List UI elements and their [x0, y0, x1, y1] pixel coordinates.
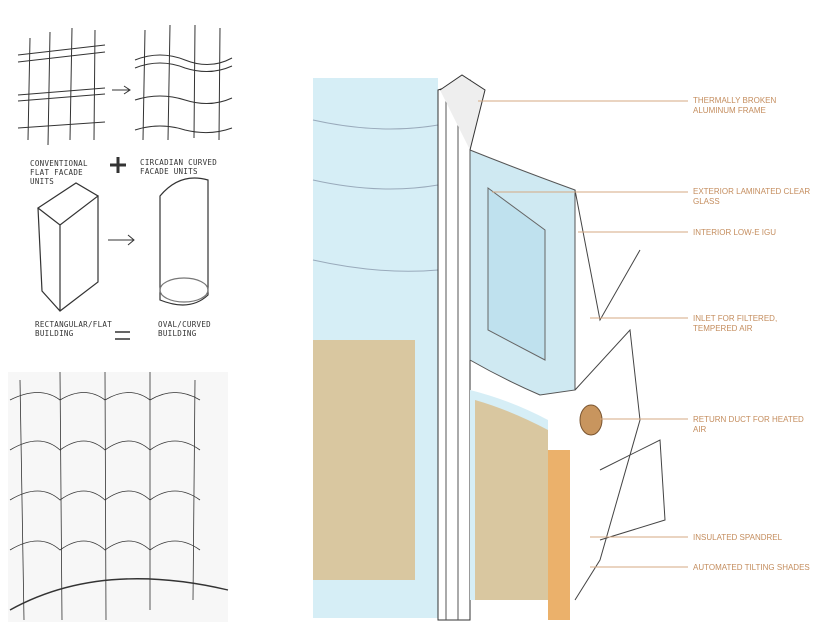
return-duct — [579, 404, 603, 436]
callout-insulated-spandrel: Insulated spandrel — [693, 533, 783, 542]
callout-exterior-glass: Exterior laminated clear glass — [693, 187, 811, 206]
callout-inlet-air: Inlet for filtered, tempered air — [693, 314, 778, 333]
oval-building-sketch — [159, 177, 209, 306]
rectangular-building-sketch — [36, 182, 100, 312]
plus-icon — [110, 157, 126, 173]
callout-low-e-igu: Interior Low-E IGU — [693, 228, 776, 237]
tilting-shades-left — [313, 340, 415, 580]
curved-facade-perspective-sketch — [8, 371, 229, 622]
tilting-shades-right — [475, 400, 548, 600]
curved-grid-sketch — [134, 24, 233, 141]
arrow-icon — [112, 85, 131, 95]
callout-aluminum-frame: Thermally broken aluminum frame — [693, 96, 777, 115]
callout-return-duct: Return duct for heated air — [693, 415, 804, 434]
note-rectangular: Rectangular/flat building — [35, 320, 113, 338]
callout-leaders — [478, 100, 688, 568]
note-circadian: Circadian curved facade units — [140, 158, 218, 176]
note-oval: Oval/curved building — [158, 320, 211, 338]
callout-tilting-shades: Automated tilting shades — [693, 563, 810, 572]
note-conventional: Conventional flat facade units — [30, 159, 88, 186]
flat-grid-sketch — [17, 27, 106, 146]
equals-icon — [115, 331, 130, 340]
arrow-icon — [108, 234, 135, 246]
facade-section-drawing — [312, 74, 666, 621]
